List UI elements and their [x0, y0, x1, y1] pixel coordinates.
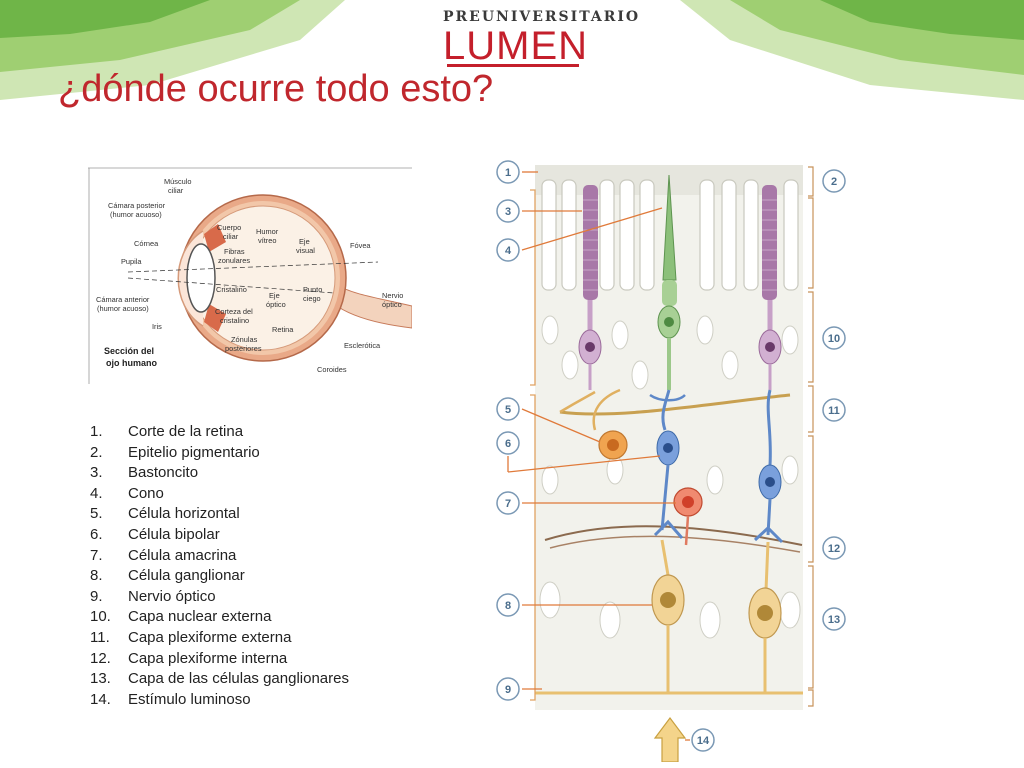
label-optico-2: óptico: [382, 300, 402, 309]
label-corteza: Corteza del: [215, 307, 253, 316]
callout-7: 7: [505, 498, 511, 510]
eye-section-diagram: Músculo ciliar Cámara posterior (humor a…: [88, 166, 412, 384]
label-visual: visual: [296, 246, 315, 255]
label-fibras: Fibras: [224, 247, 245, 256]
legend-list: 1.Corte de la retina 2.Epitelio pigmenta…: [90, 422, 349, 710]
label-camara-posterior: Cámara posterior: [108, 201, 166, 210]
callout-8: 8: [505, 600, 511, 612]
list-item: 9.Nervio óptico: [90, 587, 216, 605]
label-cuerpo: Cuerpo: [217, 223, 241, 232]
list-item: 3.Bastoncito: [90, 464, 199, 482]
list-item: 4.Cono: [90, 484, 164, 502]
label-pupila: Pupila: [121, 257, 142, 266]
label-camara-anterior: Cámara anterior: [96, 295, 150, 304]
label-eje: Eje: [299, 237, 310, 246]
callout-9: 9: [505, 684, 511, 696]
label-cornea: Córnea: [134, 239, 159, 248]
callout-13: 13: [828, 614, 840, 626]
label-fovea: Fóvea: [350, 241, 371, 250]
header-decoration: [0, 0, 1024, 100]
callout-2: 2: [831, 176, 837, 188]
list-item: 14.Estímulo luminoso: [90, 690, 251, 708]
list-item: 6.Célula bipolar: [90, 525, 220, 543]
label-iris: Iris: [152, 322, 162, 331]
label-esclerotica: Esclerótica: [344, 341, 381, 350]
label-musculo: Músculo: [164, 177, 192, 186]
label-retina: Retina: [272, 325, 294, 334]
callout-10: 10: [828, 333, 840, 345]
list-item: 2.Epitelio pigmentario: [90, 443, 260, 461]
list-item: 13.Capa de las células ganglionares: [90, 670, 349, 688]
logo-underline: [447, 64, 579, 67]
label-zonulares: zonulares: [218, 256, 250, 265]
callout-11: 11: [828, 405, 840, 417]
label-optico: óptico: [266, 300, 286, 309]
list-item: 1.Corte de la retina: [90, 423, 244, 440]
page-title: ¿dónde ocurre todo esto?: [58, 68, 494, 110]
callout-6: 6: [505, 438, 511, 450]
list-item: 5.Célula horizontal: [90, 505, 240, 523]
callout-1: 1: [505, 167, 511, 179]
label-vitreo: vítreo: [258, 236, 276, 245]
label-ciliar: ciliar: [168, 186, 184, 195]
callout-4: 4: [505, 245, 512, 257]
label-eje-2: Eje: [269, 291, 280, 300]
label-cristalino: Cristalino: [216, 285, 247, 294]
list-item: 11.Capa plexiforme externa: [90, 628, 292, 646]
label-humor: Humor: [256, 227, 279, 236]
label-punto: Punto: [303, 285, 322, 294]
label-seccion: Sección del: [104, 346, 154, 356]
callout-5: 5: [505, 404, 511, 416]
label-humor-acuoso-2: (humor acuoso): [97, 304, 149, 313]
list-item: 12.Capa plexiforme interna: [90, 649, 288, 667]
label-ciliar-2: ciliar: [223, 232, 239, 241]
logo: LUMEN: [443, 24, 589, 68]
list-item: 7.Célula amacrina: [90, 546, 237, 564]
label-nervio: Nervio: [382, 291, 403, 300]
retina-section-diagram: 1 2 3 4 5 6 7 8 9 10 11 12 13 14: [496, 160, 846, 762]
callout-3: 3: [505, 206, 511, 218]
callout-12: 12: [828, 543, 840, 555]
list-item: 10.Capa nuclear externa: [90, 608, 272, 626]
logo-subtitle: PREUNIVERSITARIO: [443, 9, 641, 25]
label-posteriores: posteriores: [225, 344, 262, 353]
list-item: 8.Célula ganglionar: [90, 567, 245, 585]
label-ojo: ojo humano: [106, 358, 157, 368]
label-humor-acuoso-1: (humor acuoso): [110, 210, 162, 219]
label-zonulas: Zónulas: [231, 335, 258, 344]
callout-14: 14: [697, 735, 710, 747]
label-cristalino-2: cristalino: [220, 316, 249, 325]
label-coroides: Coroides: [317, 365, 347, 374]
label-ciego: ciego: [303, 294, 321, 303]
